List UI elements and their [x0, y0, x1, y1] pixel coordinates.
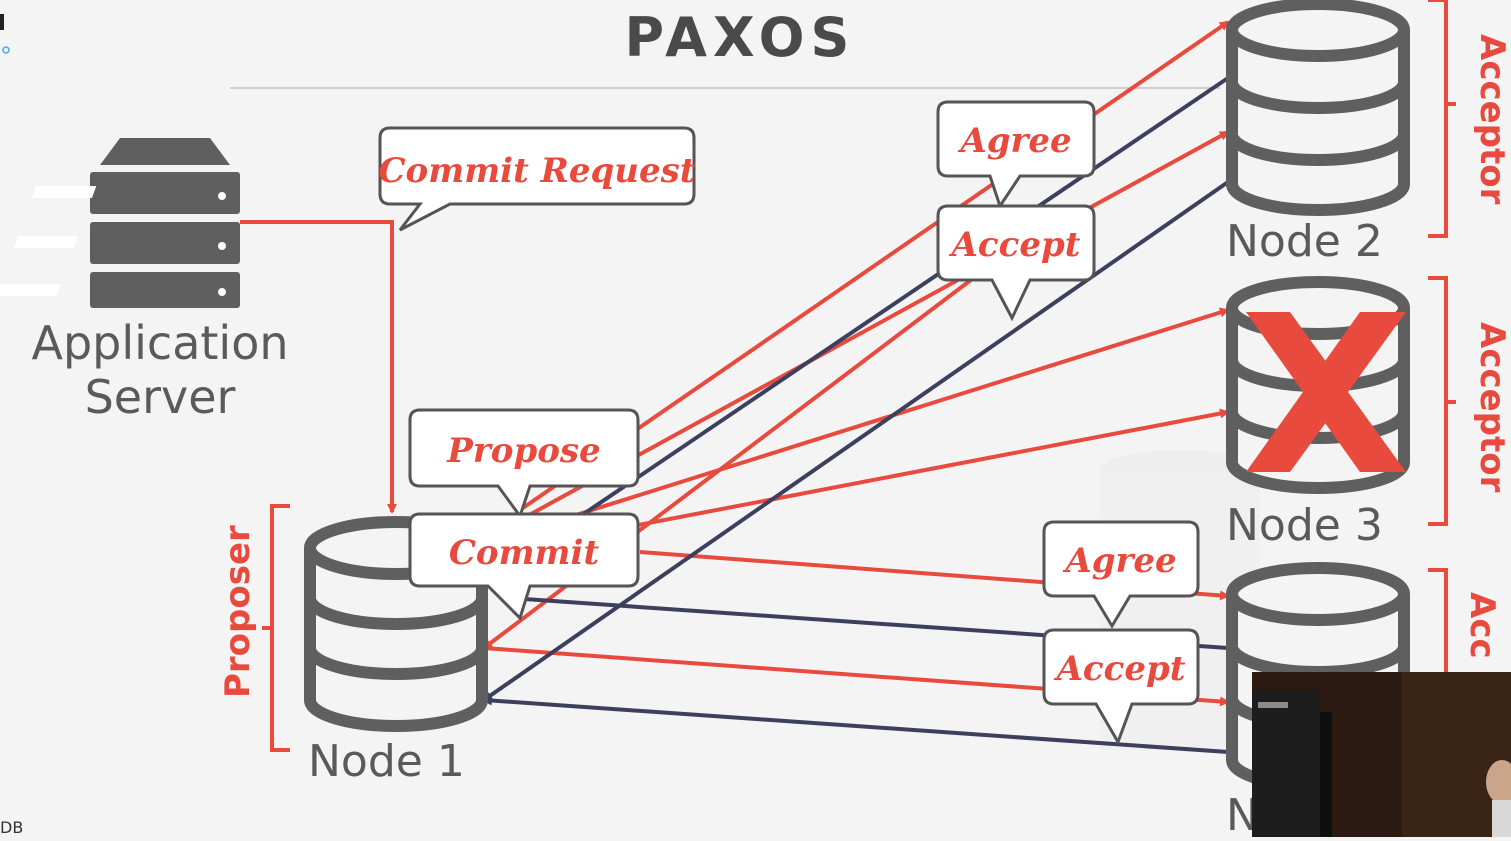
slide-title: PAXOS	[624, 6, 856, 69]
node2-label: Node 2	[1226, 216, 1383, 267]
bubble-accept-bottom: Accept	[1042, 628, 1200, 746]
proposer-bracket	[262, 504, 290, 752]
node2-database-icon	[1226, 0, 1410, 216]
bubble-accept-top-text: Accept	[949, 225, 1081, 265]
bubble-accept-bottom-text: Accept	[1054, 649, 1186, 689]
accept-arrow-node4-to-node1	[482, 695, 1229, 754]
bubble-agree-top-text: Agree	[957, 121, 1071, 161]
bubble-commit-request: Commit Request	[378, 126, 696, 232]
title-divider	[230, 87, 1220, 89]
server-icon	[0, 138, 240, 308]
failure-x-icon	[1246, 312, 1406, 472]
logo-fragment	[0, 0, 18, 56]
bubble-agree-bottom-text: Agree	[1062, 541, 1176, 581]
agree-line-node2	[558, 76, 1230, 532]
node3-acceptor-bracket	[1428, 276, 1456, 526]
bubble-commit-request-text: Commit Request	[378, 151, 695, 191]
bubble-propose: Propose	[408, 408, 640, 520]
accept-arrow-node2-to-node1	[482, 180, 1230, 702]
presenter-video-inset	[1252, 672, 1511, 837]
bubble-propose-text: Propose	[446, 431, 600, 471]
corner-text: DB	[0, 818, 24, 837]
bubble-agree-bottom: Agree	[1042, 520, 1200, 629]
node4-acceptor-bracket	[1428, 568, 1448, 680]
node2-acceptor-bracket	[1428, 0, 1456, 238]
bubble-accept-top: Accept	[936, 204, 1096, 322]
application-label-line2: Server	[84, 370, 236, 424]
bubble-agree-top: Agree	[936, 100, 1096, 210]
bubble-commit-text: Commit	[449, 533, 600, 573]
bubble-commit: Commit	[408, 512, 640, 621]
node4-acceptor-label: Acc	[1462, 592, 1502, 659]
node1-label: Node 1	[308, 736, 465, 787]
application-label-line1: Application	[31, 316, 289, 370]
commit-request-arrow	[240, 220, 397, 514]
application-server-label: Application Server	[10, 316, 310, 424]
commit-arrow-node3	[559, 408, 1230, 542]
presenter-video-frame	[1252, 672, 1511, 837]
node3-label: Node 3	[1226, 500, 1383, 551]
node3-acceptor-label: Acceptor	[1472, 322, 1511, 493]
node2-acceptor-label: Acceptor	[1472, 34, 1511, 205]
node1-database-icon	[304, 516, 488, 732]
proposer-label: Proposer	[218, 525, 258, 698]
